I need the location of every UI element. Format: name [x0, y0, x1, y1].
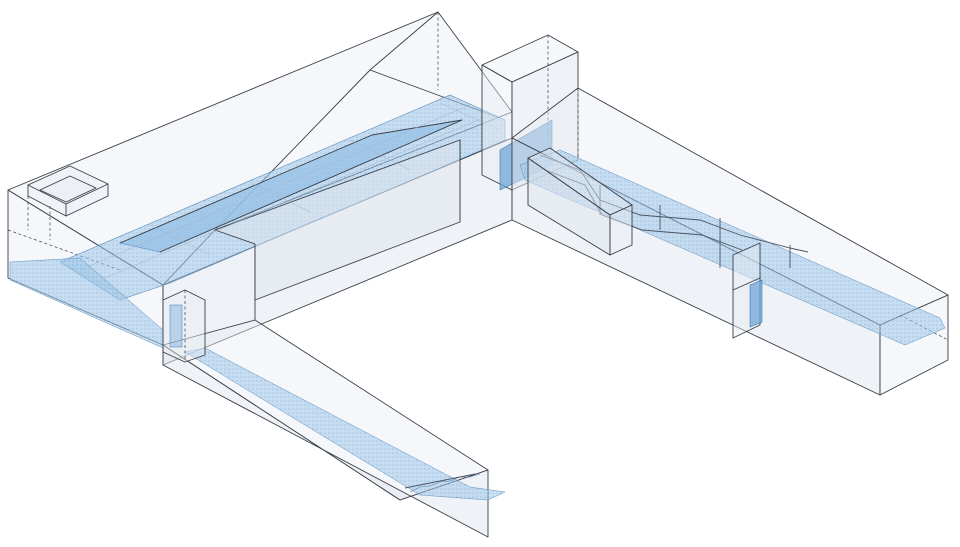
lower-corridor-side — [162, 344, 489, 538]
corridor-door-frame — [162, 289, 206, 363]
right-door-water — [749, 279, 763, 328]
right-wing-water — [519, 149, 946, 346]
corridor-door-water — [169, 304, 183, 348]
right-door-lintel — [732, 277, 761, 291]
pool-partition — [214, 139, 461, 301]
roof-ridge — [369, 11, 439, 71]
right-wing-hidden-2 — [899, 314, 949, 341]
inner-box-right — [609, 204, 633, 256]
pool-inner-edge — [119, 119, 463, 244]
pool-inner-edge-2 — [159, 119, 463, 253]
roof-box-left — [27, 165, 109, 240]
lower-corridor-stairs — [404, 473, 481, 493]
roof-box-inner — [39, 175, 97, 203]
main-pool — [9, 94, 506, 349]
lower-corridor — [162, 289, 506, 538]
right-wing — [511, 87, 949, 396]
